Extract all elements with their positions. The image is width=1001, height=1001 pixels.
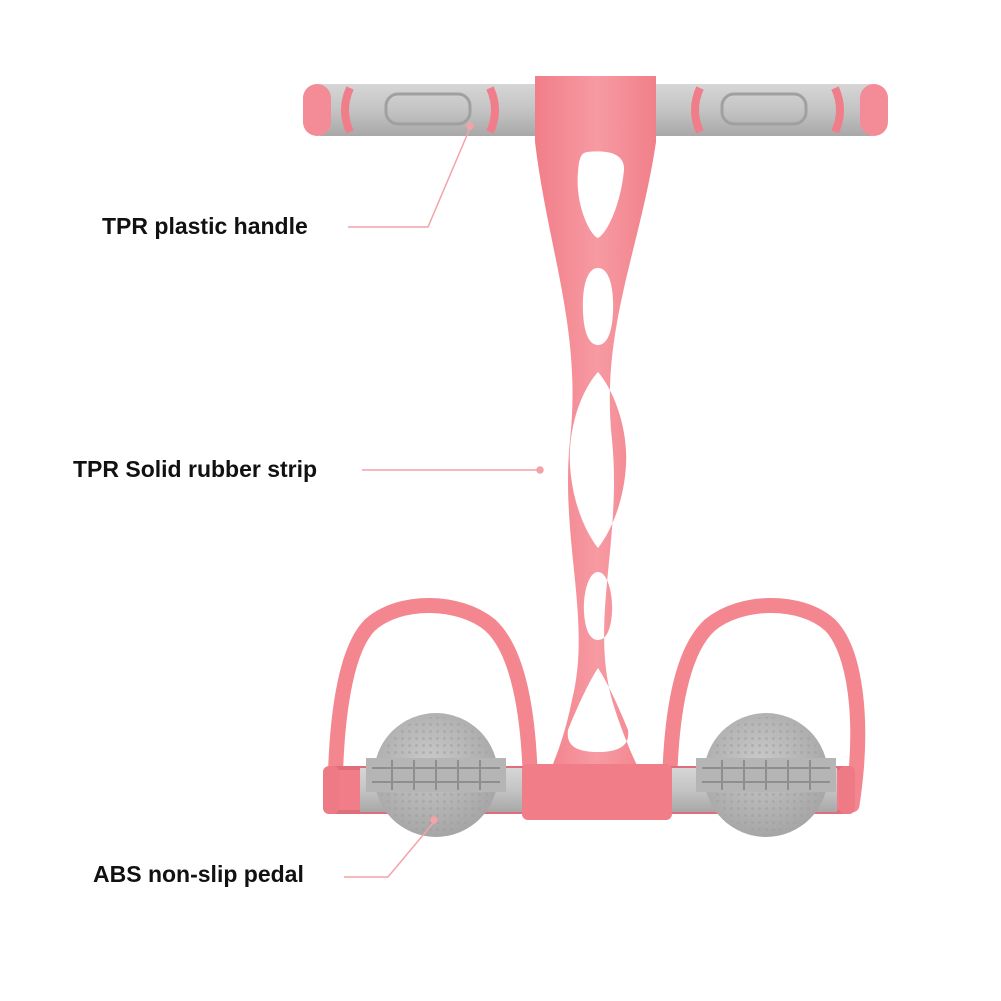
handle-label: TPR plastic handle <box>102 213 308 239</box>
left-foot-loop <box>327 598 538 813</box>
right-foot-loop <box>662 598 866 813</box>
pedal-label: ABS non-slip pedal <box>93 861 304 887</box>
rubber-strip-label: TPR Solid rubber strip <box>73 456 318 482</box>
leader-line-strip <box>362 466 544 474</box>
left-pedal <box>366 713 506 837</box>
right-pedal <box>696 713 836 837</box>
leader-line-handle <box>348 122 474 228</box>
rubber-strip <box>522 76 672 820</box>
leader-line-pedal <box>344 816 438 878</box>
